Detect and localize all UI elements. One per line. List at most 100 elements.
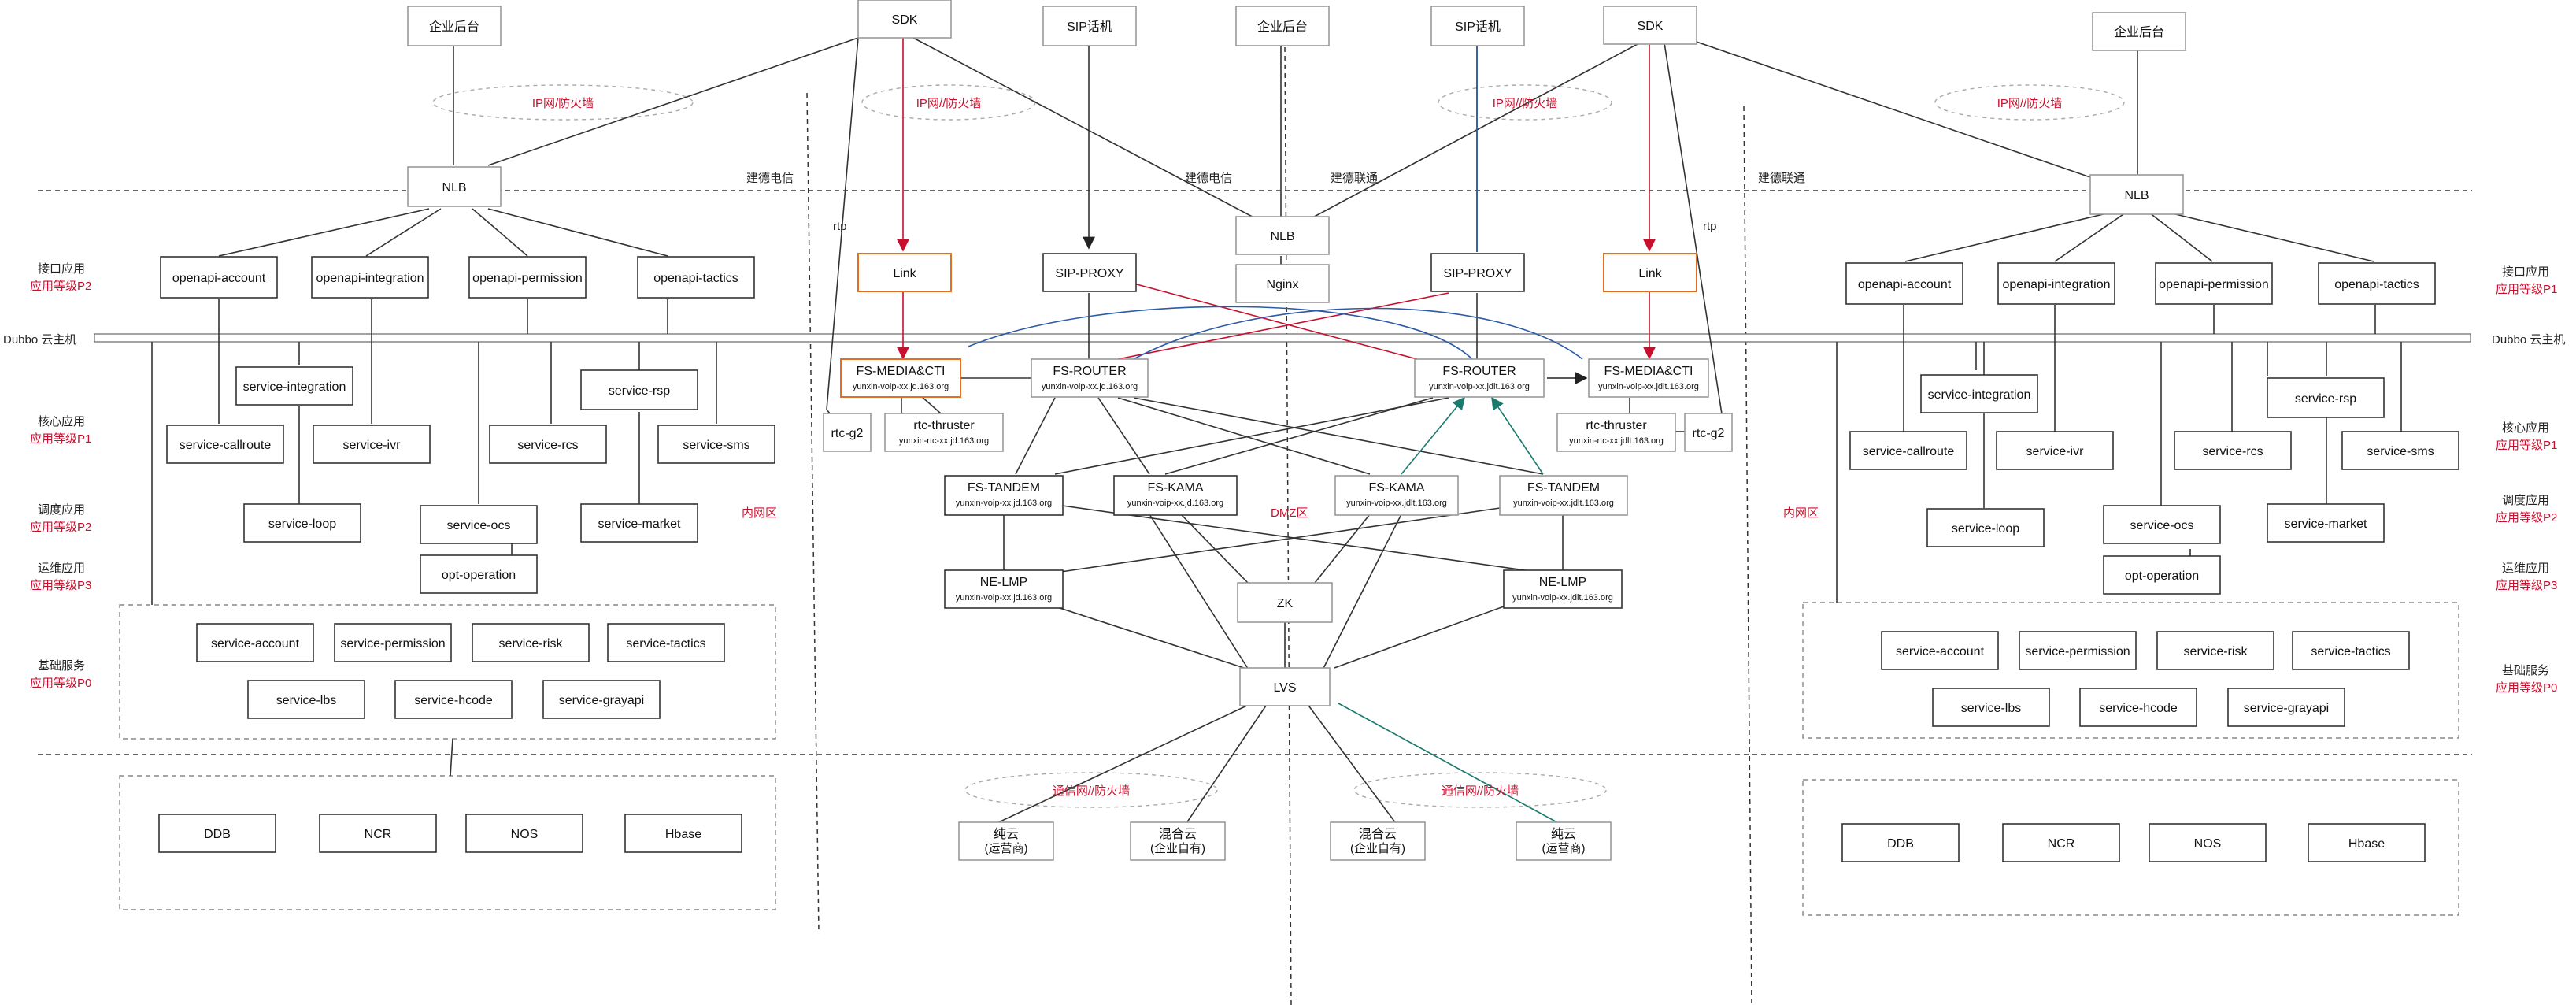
label-dubbo-right: Dubbo 云主机 bbox=[2492, 333, 2565, 347]
fs-tandem-left-sublabel: yunxin-voip-xx.jd.163.org bbox=[956, 499, 1052, 508]
pure-cloud-right-sublabel: (运营商) bbox=[1542, 842, 1586, 855]
ddb-right: DDB bbox=[1841, 823, 1960, 862]
zk-label: ZK bbox=[1277, 597, 1294, 610]
rtc-g2-right-label: rtc-g2 bbox=[1693, 427, 1725, 440]
ddb-left: DDB bbox=[158, 814, 276, 853]
nlb-left: NLB bbox=[407, 166, 502, 207]
lvs: LVS bbox=[1239, 667, 1331, 706]
ncr-right: NCR bbox=[2002, 823, 2120, 862]
enterprise-backend-center: 企业后台 bbox=[1235, 6, 1330, 46]
nginx: Nginx bbox=[1235, 264, 1330, 303]
fs-tandem-right-sublabel: yunxin-voip-xx.jdlt.163.org bbox=[1513, 499, 1614, 508]
service-callroute-left-label: service-callroute bbox=[180, 439, 272, 452]
label-intranet-left: 内网区 bbox=[742, 506, 777, 520]
tier-sched-left: 调度应用 bbox=[38, 502, 85, 517]
service-ivr-right-box bbox=[1996, 431, 2114, 470]
service-market-left-box bbox=[580, 503, 698, 543]
service-ivr-right-label: service-ivr bbox=[2026, 445, 2085, 458]
rtc-thruster-left-label: rtc-thruster bbox=[913, 419, 975, 432]
service-loop-right: service-loop bbox=[1926, 508, 2045, 547]
service-grayapi-right-label: service-grayapi bbox=[2244, 702, 2329, 715]
service-callroute-left: service-callroute bbox=[166, 425, 284, 464]
openapi-tactics-right-label: openapi-tactics bbox=[2334, 278, 2419, 291]
tier-base-left: 基础服务 bbox=[38, 659, 85, 673]
service-permission-right-box bbox=[2019, 631, 2137, 670]
rtc-thruster-right-sublabel: yunxin-rtc-xx.jdlt.163.org bbox=[1569, 436, 1664, 446]
fs-router-right: FS-ROUTER yunxin-voip-xx.jdlt.163.org bbox=[1414, 358, 1545, 398]
fs-kama-left-sublabel: yunxin-voip-xx.jd.163.org bbox=[1127, 499, 1223, 508]
nlb-left-label: NLB bbox=[442, 181, 466, 195]
sdk-right-box bbox=[1603, 6, 1697, 45]
ncr-right-label: NCR bbox=[2048, 837, 2075, 851]
link-right-label: Link bbox=[1638, 267, 1662, 280]
zone-dividers bbox=[38, 46, 2472, 1005]
tier-api-right: 接口应用 bbox=[2502, 265, 2549, 279]
sip-proxy-left-label: SIP-PROXY bbox=[1055, 267, 1123, 280]
sip-proxy-right-label: SIP-PROXY bbox=[1443, 267, 1512, 280]
service-hcode-right-label: service-hcode bbox=[2099, 702, 2178, 715]
rtc-thruster-right-label: rtc-thruster bbox=[1586, 419, 1647, 432]
nos-right-box bbox=[2149, 823, 2267, 862]
openapi-account-left: openapi-account bbox=[160, 256, 278, 299]
service-permission-left-label: service-permission bbox=[340, 637, 445, 651]
openapi-account-right-label: openapi-account bbox=[1858, 278, 1952, 291]
sip-proxy-right: SIP-PROXY bbox=[1430, 253, 1525, 292]
service-rsp-left: service-rsp bbox=[580, 369, 698, 410]
openapi-tactics-left-box bbox=[637, 256, 755, 299]
pure-cloud-left-label: 纯云 bbox=[994, 827, 1019, 841]
service-sms-right-label: service-sms bbox=[2367, 445, 2434, 458]
enterprise-backend-right: 企业后台 bbox=[2092, 12, 2186, 51]
red-connectors bbox=[897, 38, 1656, 360]
service-account-right-label: service-account bbox=[1896, 645, 1985, 658]
enterprise-backend-right-label: 企业后台 bbox=[2114, 25, 2164, 39]
nos-right-label: NOS bbox=[2194, 837, 2222, 851]
pure-cloud-left-box bbox=[958, 821, 1054, 861]
nginx-label: Nginx bbox=[1267, 278, 1299, 291]
fs-router-right-label: FS-ROUTER bbox=[1442, 365, 1516, 378]
nos-right: NOS bbox=[2149, 823, 2267, 862]
fs-media-cti-right-box bbox=[1588, 358, 1709, 398]
service-risk-right-label: service-risk bbox=[2184, 645, 2248, 658]
opt-operation-right-box bbox=[2103, 555, 2221, 595]
service-rcs-left-box bbox=[489, 425, 607, 464]
fs-router-right-sublabel: yunxin-voip-xx.jdlt.163.org bbox=[1429, 382, 1530, 391]
service-lbs-left-label: service-lbs bbox=[276, 694, 336, 707]
hbase-right-label: Hbase bbox=[2348, 837, 2385, 851]
hybrid-cloud-right-label: 混合云 bbox=[1359, 827, 1397, 841]
openapi-integration-left: openapi-integration bbox=[311, 256, 429, 299]
openapi-permission-left: openapi-permission bbox=[468, 256, 587, 299]
fs-media-cti-right-sublabel: yunxin-voip-xx.jdlt.163.org bbox=[1598, 382, 1699, 391]
sdk-left-box bbox=[857, 0, 952, 39]
service-ivr-left-label: service-ivr bbox=[343, 439, 402, 452]
enterprise-backend-center-label: 企业后台 bbox=[1257, 20, 1308, 34]
service-hcode-left: service-hcode bbox=[394, 680, 513, 719]
group-boxes bbox=[119, 602, 2459, 916]
label-ip-firewall-left: IP网/防火墙 bbox=[532, 97, 594, 110]
service-rsp-left-label: service-rsp bbox=[609, 384, 670, 398]
service-rcs-right-box bbox=[2174, 431, 2292, 470]
tier-core-level-left: 应用等级P1 bbox=[30, 432, 91, 446]
service-ivr-right: service-ivr bbox=[1996, 431, 2114, 470]
service-hcode-left-label: service-hcode bbox=[414, 694, 493, 707]
service-market-left: service-market bbox=[580, 503, 698, 543]
service-hcode-right: service-hcode bbox=[2079, 688, 2197, 727]
ne-lmp-right-box bbox=[1503, 569, 1623, 609]
ddb-right-label: DDB bbox=[1887, 837, 1914, 851]
fs-router-right-box bbox=[1414, 358, 1545, 398]
service-rcs-left: service-rcs bbox=[489, 425, 607, 464]
service-risk-left-box bbox=[472, 623, 590, 662]
label-rtp-right: rtp bbox=[1703, 220, 1717, 233]
teal-connectors bbox=[1338, 396, 1564, 826]
service-ocs-right-label: service-ocs bbox=[2130, 519, 2194, 532]
service-ocs-left: service-ocs bbox=[420, 505, 538, 544]
sip-phone-right-box bbox=[1430, 6, 1525, 46]
label-intranet-right: 内网区 bbox=[1783, 506, 1819, 520]
service-lbs-left: service-lbs bbox=[247, 680, 365, 719]
link-left: Link bbox=[857, 253, 952, 292]
openapi-integration-right: openapi-integration bbox=[1997, 262, 2115, 305]
opt-operation-right: opt-operation bbox=[2103, 555, 2221, 595]
nos-left-label: NOS bbox=[511, 828, 539, 841]
hybrid-cloud-left-sublabel: (企业自有) bbox=[1150, 841, 1205, 855]
